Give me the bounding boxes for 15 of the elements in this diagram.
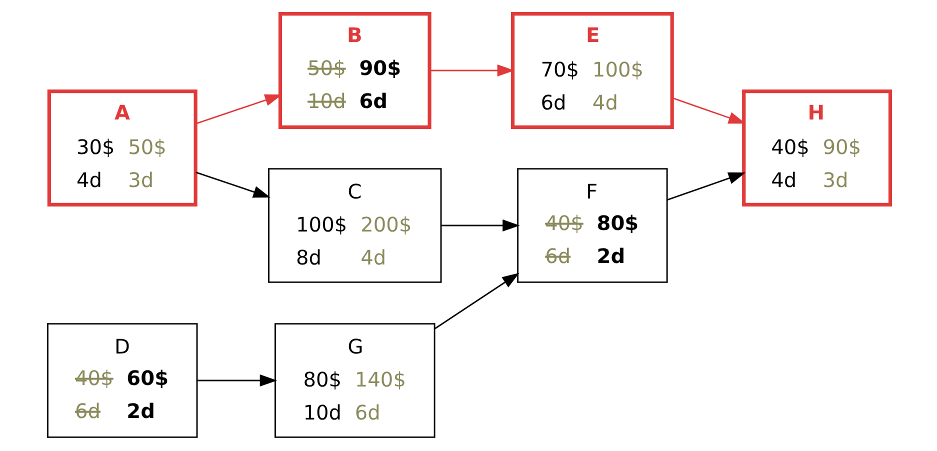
arrow bbox=[440, 219, 520, 232]
node-box: B 50$ 90$ 10d 6d bbox=[278, 12, 431, 129]
node-box: D 40$ 60$ 6d 2d bbox=[46, 323, 198, 438]
arrow bbox=[196, 374, 277, 387]
arrow bbox=[666, 172, 746, 201]
arrow bbox=[434, 272, 519, 330]
arrow bbox=[195, 172, 270, 198]
node-box: F 40$ 80$ 6d 2d bbox=[516, 168, 668, 283]
arrow bbox=[195, 94, 282, 124]
node-box: H 40$ 90$ 4d 3d bbox=[742, 90, 892, 206]
node-box: A 30$ 50$ 4d 3d bbox=[46, 90, 197, 206]
node-box: C 100$ 200$ 8d 4d bbox=[268, 168, 442, 283]
node-box: E 70$ 100$ 6d 4d bbox=[510, 12, 674, 129]
arrow bbox=[672, 97, 746, 124]
node-box: G 80$ 140$ 10d 6d bbox=[274, 323, 435, 438]
